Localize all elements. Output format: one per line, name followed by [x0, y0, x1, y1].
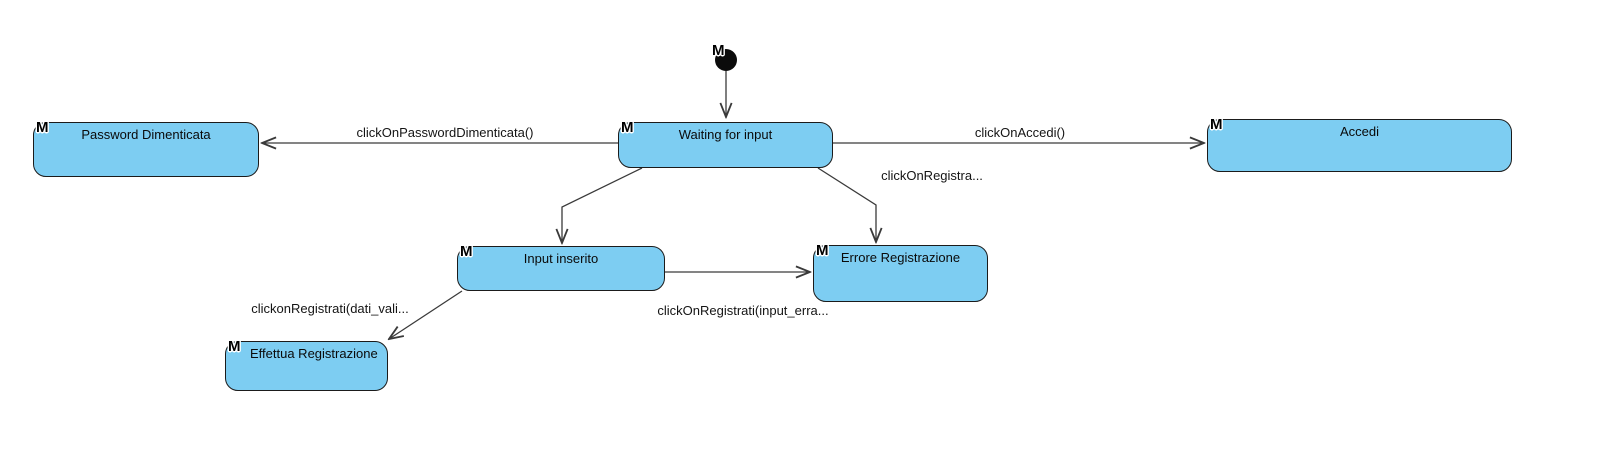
model-badge-icon: M: [1210, 116, 1223, 133]
edge-input-to-effettua: [389, 290, 463, 339]
state-accedi[interactable]: M Accedi: [1207, 116, 1512, 172]
transition-label-click-on-password-dimenticata[interactable]: clickOnPasswordDimenticata(): [356, 125, 534, 140]
state-effettua-registrazione[interactable]: M Effettua Registrazione: [225, 338, 388, 391]
initial-state-node[interactable]: M: [712, 43, 737, 71]
transition-label-click-on-registra-truncated[interactable]: clickOnRegistra...: [881, 168, 983, 183]
state-errore-registrazione[interactable]: M Errore Registrazione: [813, 242, 988, 302]
state-input-inserito[interactable]: M Input inserito: [457, 243, 665, 291]
edge-waiting-to-errore: [817, 167, 876, 242]
state-label: Effettua Registrazione: [250, 346, 378, 361]
model-badge-icon: M: [460, 243, 473, 260]
state-password-dimenticata[interactable]: M Password Dimenticata: [33, 119, 259, 177]
state-waiting-for-input[interactable]: M Waiting for input: [618, 119, 833, 168]
state-label: Waiting for input: [678, 127, 773, 142]
state-label: Accedi: [1339, 124, 1380, 139]
transition-label-click-on-registrati-input-errato[interactable]: clickOnRegistrati(input_erra...: [657, 303, 829, 318]
model-badge-icon: M: [816, 242, 829, 259]
state-label: Password Dimenticata: [81, 127, 211, 142]
state-label: Input inserito: [523, 251, 599, 266]
model-badge-icon: M: [228, 338, 241, 355]
state-label: Errore Registrazione: [840, 250, 961, 265]
model-badge-icon: M: [621, 119, 634, 136]
model-badge-icon: M: [712, 42, 725, 59]
transition-label-click-on-registrati-dati-validi[interactable]: clickonRegistrati(dati_vali...: [251, 301, 409, 316]
model-badge-icon: M: [36, 119, 49, 136]
transition-label-click-on-accedi[interactable]: clickOnAccedi(): [974, 125, 1066, 140]
edge-waiting-to-input: [562, 167, 643, 243]
